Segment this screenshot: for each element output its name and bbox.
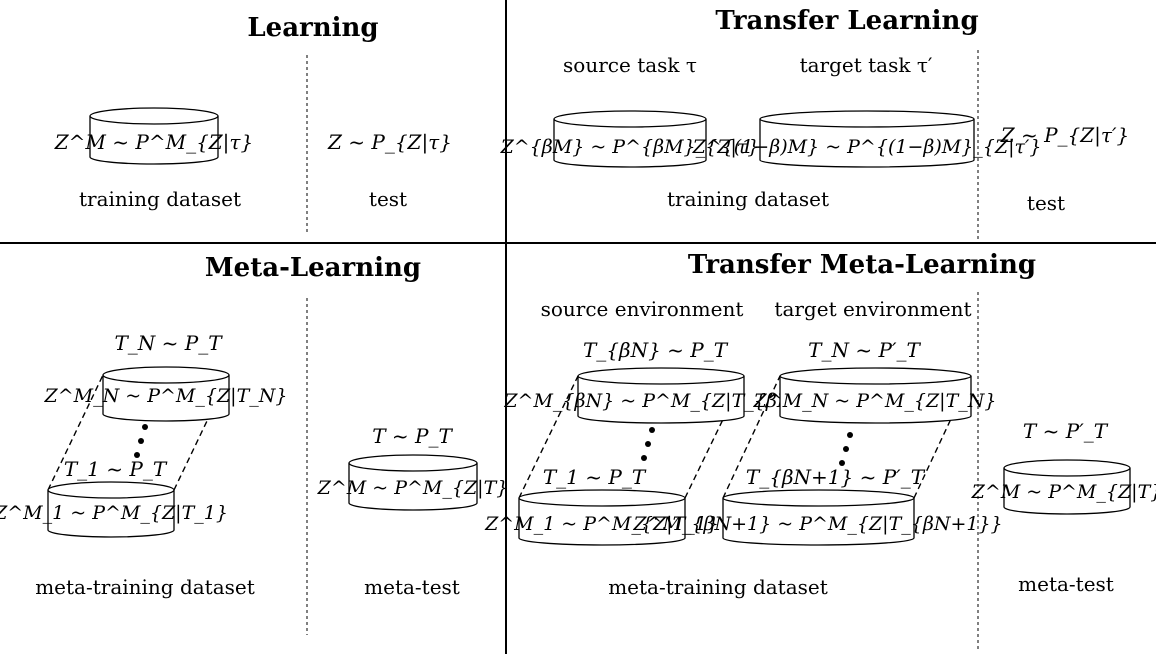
meta-test-cylinder xyxy=(348,454,478,511)
transfer-test-formula: Z ~ P_{Z|τ′} xyxy=(1000,123,1130,148)
tml-src-cylinder-top xyxy=(577,367,745,424)
learning-title: Learning xyxy=(247,13,378,43)
meta-connector-left xyxy=(47,374,104,491)
transfer-meta-source-header: source environment xyxy=(541,297,744,321)
meta-learning-title: Meta-Learning xyxy=(205,253,421,283)
transfer-target-cylinder xyxy=(759,110,975,168)
transfer-test-label: test xyxy=(1027,191,1065,215)
learning-test-formula: Z ~ P_{Z|τ} xyxy=(327,130,452,155)
tml-dataset-label: meta-training dataset xyxy=(608,575,828,599)
learning-dataset-formula: Z^M ~ P^M_{Z|τ} xyxy=(54,130,253,155)
tml-tgt-data-top: Z^M_N ~ P^M_{Z|T_N} xyxy=(753,390,997,412)
meta-dataset-label: meta-training dataset xyxy=(35,575,255,599)
transfer-source-header: source task τ xyxy=(563,53,697,77)
tml-src-data-top: Z^M_{βN} ~ P^M_{Z|T_{βN}} xyxy=(503,390,817,412)
tml-tgt-task-bottom: T_{βN+1} ~ P′_T xyxy=(746,465,926,489)
tml-test-cylinder xyxy=(1003,459,1131,515)
transfer-target-formula: Z^{(1−β)M} ~ P^{(1−β)M}_{Z|τ′} xyxy=(692,136,1042,158)
transfer-target-header: target task τ′ xyxy=(800,53,933,77)
tml-test-label: meta-test xyxy=(1018,572,1114,596)
tml-src-connector-left xyxy=(518,375,579,499)
meta-test-label: meta-test xyxy=(364,575,460,599)
tml-test-task: T ~ P′_T xyxy=(1023,419,1109,443)
tml-tgt-connector-left xyxy=(722,375,781,499)
tml-tgt-task-top: T_N ~ P′_T xyxy=(808,338,921,362)
transfer-source-cylinder xyxy=(553,110,707,168)
tml-src-task-bottom: T_1 ~ P_T xyxy=(543,465,647,489)
meta-test-data: Z^M ~ P^M_{Z|T} xyxy=(317,477,509,499)
meta-test-task: T ~ P_T xyxy=(372,424,453,448)
meta-cylinder-top xyxy=(102,366,230,422)
learning-training-cylinder xyxy=(89,107,219,165)
meta-data-bottom: Z^M_1 ~ P^M_{Z|T_1} xyxy=(0,502,228,524)
transfer-source-formula: Z^{βM} ~ P^{βM}_{Z|τ} xyxy=(500,136,760,158)
tml-tgt-ellipsis-dots xyxy=(839,432,853,466)
tml-src-ellipsis-dots xyxy=(641,427,655,461)
transfer-dataset-label: training dataset xyxy=(667,187,829,211)
tml-tgt-cylinder-bottom xyxy=(722,489,915,546)
transfer-meta-target-header: target environment xyxy=(774,297,971,321)
transfer-meta-title: Transfer Meta-Learning xyxy=(688,250,1036,280)
learning-dataset-label: training dataset xyxy=(79,187,241,211)
tml-src-data-bottom: Z^M_1 ~ P^M_{Z|T_1} xyxy=(484,513,719,535)
meta-task-bottom: T_1 ~ P_T xyxy=(64,457,168,481)
tml-tgt-cylinder-top xyxy=(779,367,972,424)
meta-data-top: Z^M_N ~ P^M_{Z|T_N} xyxy=(44,385,288,407)
tml-tgt-data-bottom: Z^M_{βN+1} ~ P^M_{Z|T_{βN+1}} xyxy=(632,513,1002,535)
meta-cylinder-bottom xyxy=(47,481,175,538)
meta-ellipsis-dots xyxy=(134,424,148,458)
learning-test-label: test xyxy=(369,187,407,211)
tml-src-cylinder-bottom xyxy=(518,489,686,546)
meta-connector-right xyxy=(173,374,230,491)
tml-test-data: Z^M ~ P^M_{Z|T} xyxy=(971,481,1156,503)
meta-task-top: T_N ~ P_T xyxy=(114,331,223,355)
tml-src-task-top: T_{βN} ~ P_T xyxy=(583,338,729,362)
transfer-learning-title: Transfer Learning xyxy=(715,6,978,36)
